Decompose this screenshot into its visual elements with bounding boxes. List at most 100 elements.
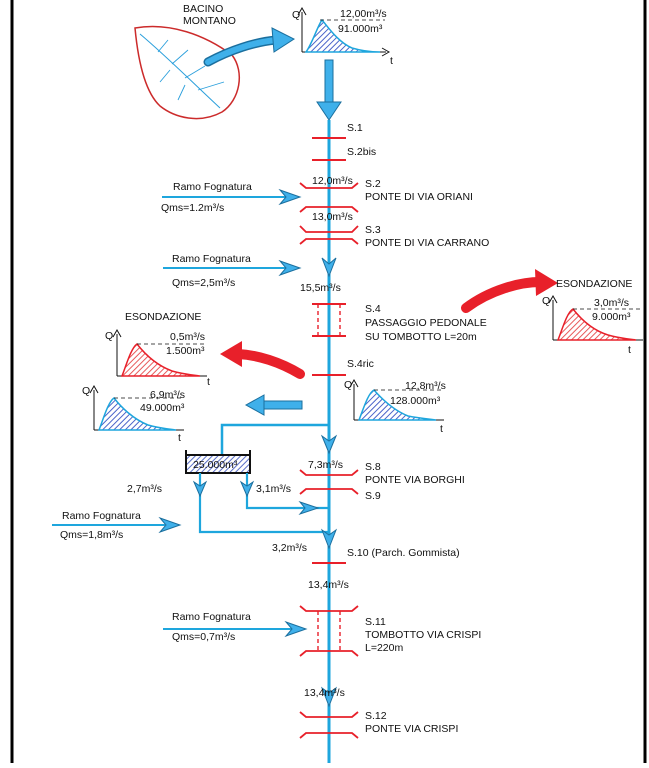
svg-text:Ramo Fognatura: Ramo Fognatura	[172, 611, 251, 623]
svg-text:Ramo Fognatura: Ramo Fognatura	[173, 181, 252, 193]
flow-label-1: 12,0m³/s	[312, 175, 353, 187]
svg-text:PONTE DI VIA CARRANO: PONTE DI VIA CARRANO	[365, 237, 489, 249]
reservoir-tank: 25.000m³	[185, 450, 251, 474]
svg-text:Qms=1,8m³/s: Qms=1,8m³/s	[60, 529, 123, 541]
svg-text:PONTE DI VIA ORIANI: PONTE DI VIA ORIANI	[365, 191, 473, 203]
section-s12-bridge: S.12 PONTE VIA CRISPI	[299, 710, 458, 739]
inflow-1: Ramo Fognatura Qms=1.2m³/s	[161, 181, 302, 214]
svg-text:PONTE VIA BORGHI: PONTE VIA BORGHI	[365, 474, 465, 486]
svg-text:S.3: S.3	[365, 224, 381, 236]
outlet-arrow-icon	[239, 480, 255, 498]
overflow-arrow-right-icon	[461, 269, 558, 313]
section-s1: S.1	[312, 122, 363, 139]
flow-label-3: 15,5m³/s	[300, 282, 341, 294]
svg-text:L=220m: L=220m	[365, 642, 403, 654]
hydro-eson-right-title: ESONDAZIONE	[556, 278, 632, 290]
section-s2-bridge: S.2 PONTE DI VIA ORIANI	[299, 178, 473, 213]
leaf-basin-icon	[134, 25, 240, 120]
svg-text:S.4: S.4	[365, 303, 381, 315]
svg-text:t: t	[440, 423, 443, 435]
svg-text:PONTE VIA CRISPI: PONTE VIA CRISPI	[365, 723, 458, 735]
inflow-3: Ramo Fognatura Qms=1,8m³/s	[52, 510, 182, 541]
section-s8-bridge: S.8 PONTE VIA BORGHI	[299, 461, 465, 495]
svg-text:6,9m³/s: 6,9m³/s	[150, 389, 185, 401]
hydro-montano-q: Q	[292, 9, 300, 21]
svg-text:S.2: S.2	[365, 178, 381, 190]
svg-text:S.12: S.12	[365, 710, 387, 722]
section-s3-bridge: S.3 PONTE DI VIA CARRANO	[299, 224, 489, 249]
hydrograph-montano: Q t 12,00m³/s 91.000m³	[292, 6, 393, 67]
svg-text:3,0m³/s: 3,0m³/s	[594, 297, 629, 309]
section-s9: S.9	[365, 490, 381, 502]
svg-text:S.10 (Parch. Gommista): S.10 (Parch. Gommista)	[347, 547, 460, 559]
svg-text:128.000m³: 128.000m³	[390, 395, 441, 407]
svg-text:49.000m³: 49.000m³	[140, 402, 185, 414]
hydrograph-deviation: Q t 6,9m³/s 49.000m³	[82, 384, 185, 444]
basin-arrow-icon	[203, 27, 296, 67]
diversion-channel	[220, 423, 329, 455]
flow-label-7: 3,2m³/s	[272, 542, 307, 554]
svg-text:0,5m³/s: 0,5m³/s	[170, 331, 205, 343]
section-s10: S.10 (Parch. Gommista)	[312, 547, 460, 564]
river-arrow-icon	[320, 434, 338, 455]
main-down-arrow-icon	[316, 59, 342, 121]
basin-label-line2: MONTANO	[183, 15, 236, 27]
svg-text:1.500m³: 1.500m³	[166, 345, 205, 357]
svg-text:PASSAGGIO PEDONALE: PASSAGGIO PEDONALE	[365, 317, 487, 329]
river-arrow-icon	[320, 686, 338, 708]
inflow-2: Ramo Fognatura Qms=2,5m³/s	[163, 253, 302, 289]
svg-text:Qms=2,5m³/s: Qms=2,5m³/s	[172, 277, 235, 289]
flow-label-8: 13,4m³/s	[308, 579, 349, 591]
svg-text:S.9: S.9	[365, 490, 381, 502]
basin-label-line1: BACINO	[183, 3, 223, 15]
svg-text:S.4ric: S.4ric	[347, 358, 374, 370]
svg-text:Ramo Fognatura: Ramo Fognatura	[172, 253, 251, 265]
flow-label-2: 13,0m³/s	[312, 211, 353, 223]
svg-text:Q: Q	[542, 295, 550, 307]
svg-text:Qms=1.2m³/s: Qms=1.2m³/s	[161, 202, 224, 214]
outlet-channel-left	[198, 473, 329, 534]
svg-text:Q: Q	[105, 330, 113, 342]
svg-text:ESONDAZIONE: ESONDAZIONE	[125, 311, 201, 323]
hydrograph-s4ric: Q t 12,8m³/s 128.000m³	[344, 378, 446, 435]
svg-text:t: t	[207, 376, 210, 388]
svg-text:12,8m³/s: 12,8m³/s	[405, 380, 446, 392]
svg-text:Ramo Fognatura: Ramo Fognatura	[62, 510, 141, 522]
deviation-arrow-icon	[244, 394, 303, 416]
hydro-montano-peak: 12,00m³/s	[340, 8, 387, 20]
section-s2bis: S.2bis	[312, 146, 376, 161]
svg-text:Qms=0,7m³/s: Qms=0,7m³/s	[172, 631, 235, 643]
hydrograph-esondazione-right: ESONDAZIONE Q t 3,0m³/s 9.000m³	[542, 278, 643, 356]
svg-text:S.11: S.11	[365, 616, 386, 628]
overflow-arrow-left-icon	[220, 341, 305, 379]
hydro-montano-volume: 91.000m³	[338, 23, 383, 35]
hydrograph-esondazione-left: ESONDAZIONE Q t 0,5m³/s 1.500m³	[105, 311, 210, 388]
svg-text:SU TOMBOTTO L=20m: SU TOMBOTTO L=20m	[365, 331, 477, 343]
outlet-arrow-icon	[192, 480, 208, 498]
svg-text:S.1: S.1	[347, 122, 363, 134]
river-arrow-icon	[321, 257, 337, 278]
river-arrow-icon	[320, 528, 338, 550]
svg-text:Q: Q	[82, 385, 90, 397]
outlet-arrow-icon	[298, 500, 320, 516]
reservoir-volume: 25.000m³	[193, 459, 238, 471]
svg-text:S.2bis: S.2bis	[347, 146, 376, 158]
section-s4-culvert: S.4 PASSAGGIO PEDONALE SU TOMBOTTO L=20m	[312, 303, 487, 343]
flow-label-5: 2,7m³/s	[127, 483, 162, 495]
section-s4ric: S.4ric	[312, 358, 374, 376]
hydro-montano-t: t	[390, 55, 393, 67]
svg-text:Q: Q	[344, 379, 352, 391]
svg-text:TOMBOTTO VIA CRISPI: TOMBOTTO VIA CRISPI	[365, 629, 481, 641]
inflow-4: Ramo Fognatura Qms=0,7m³/s	[163, 611, 308, 643]
flow-label-4: 7,3m³/s	[308, 459, 343, 471]
svg-text:S.8: S.8	[365, 461, 381, 473]
flow-label-9: 13,4m³/s	[304, 687, 345, 699]
svg-text:9.000m³: 9.000m³	[592, 311, 631, 323]
flow-label-6: 3,1m³/s	[256, 483, 291, 495]
section-s11-culvert: S.11 TOMBOTTO VIA CRISPI L=220m	[299, 605, 481, 657]
outlet-channel-right	[245, 473, 329, 510]
svg-text:t: t	[178, 432, 181, 444]
svg-text:t: t	[628, 344, 631, 356]
